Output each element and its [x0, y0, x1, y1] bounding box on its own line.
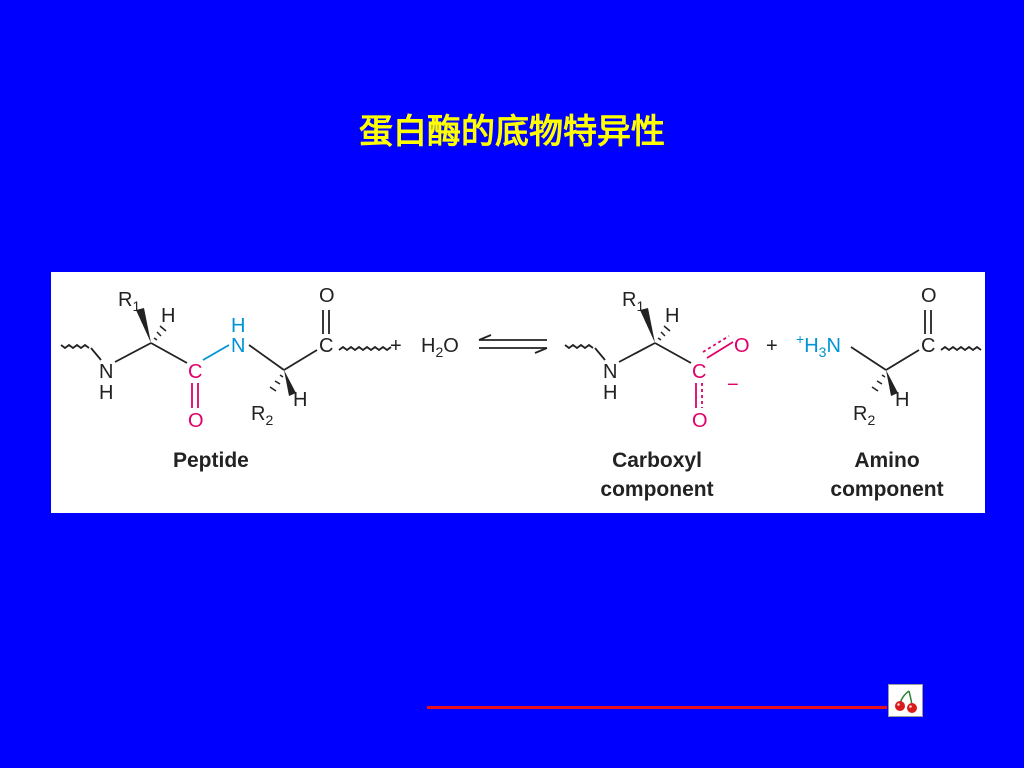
amino-wedge-h	[886, 370, 898, 396]
peptide-bond	[202, 344, 230, 361]
carboxyl-nh-n-label: N	[603, 361, 617, 383]
wedge-r1	[136, 308, 151, 343]
carboxyl-wavy-bond	[564, 343, 594, 350]
carboxyl-h-alpha-label: H	[665, 305, 679, 327]
carboxyl-structure: R1 H N H C O O − Carboxyl component	[564, 289, 750, 501]
carboxyl-r1-label: R1	[622, 289, 644, 314]
carboxyl-wedge-r1	[640, 308, 655, 343]
carboxylate-bond-upper-dash	[702, 335, 730, 353]
footer-red-line	[427, 706, 887, 709]
water-label: H2O	[421, 335, 459, 360]
amino-bond-n-ca	[850, 346, 887, 371]
bond-n-ca2	[248, 344, 285, 371]
r1-label: R1	[118, 289, 140, 314]
forward-arrow-head	[478, 334, 492, 341]
carboxyl-o-upper-label: O	[734, 335, 750, 357]
term-o-label: O	[319, 285, 335, 307]
bond-ca1-c	[150, 342, 188, 364]
carbonyl-o-label: O	[188, 410, 204, 432]
bond-n-ca1	[114, 342, 152, 363]
ammonium-label: +H3N	[796, 331, 841, 360]
hashed-bond-h1	[153, 325, 167, 341]
nav-button[interactable]	[888, 684, 923, 717]
slide-title: 蛋白酶的底物特异性	[359, 112, 665, 152]
peptide-caption: Peptide	[173, 449, 249, 472]
h-alpha1-label: H	[161, 305, 175, 327]
amino-o-label: O	[921, 285, 937, 307]
reaction-arrow-group: + H2O	[390, 334, 548, 360]
r2-label: R2	[251, 403, 273, 428]
amino-wavy-bond	[940, 345, 982, 352]
carboxylate-bond-upper	[706, 341, 734, 359]
amino-caption-line2: component	[830, 478, 943, 501]
wavy-bond-right	[338, 345, 392, 352]
peptide-hydrolysis-figure: R1 H N H H N C O R2 H C O Peptide + H2O	[51, 272, 985, 513]
carbonyl-c-label: C	[188, 361, 202, 383]
carboxyl-bond-chain	[594, 347, 606, 361]
amide-h-label: H	[231, 315, 245, 337]
wedge-h2	[284, 370, 296, 396]
reaction-diagram: R1 H N H H N C O R2 H C O Peptide + H2O	[60, 285, 982, 501]
carboxyl-hashed-h	[657, 325, 671, 341]
carboxyl-caption-line2: component	[600, 478, 713, 501]
hashed-bond-r2	[269, 374, 284, 392]
carboxyl-bond-n-ca	[618, 342, 656, 363]
carboxyl-caption-line1: Carboxyl	[612, 449, 702, 472]
plus-sign-1: +	[390, 335, 402, 357]
amino-caption-line1: Amino	[854, 449, 919, 472]
wavy-bond-left	[60, 343, 90, 350]
amino-r2-label: R2	[853, 403, 875, 428]
cherries-icon	[895, 690, 917, 713]
amino-structure: +H3N C O R2 H Amino component	[796, 285, 982, 501]
carboxylate-charge: −	[727, 374, 739, 396]
h-alpha2-label: H	[293, 389, 307, 411]
amino-h-alpha-label: H	[895, 389, 909, 411]
term-c-label: C	[319, 335, 333, 357]
bond-chain-n1	[90, 347, 102, 361]
amino-bond-ca-c	[885, 349, 920, 371]
amide-n-label: N	[231, 335, 245, 357]
reverse-arrow-head	[534, 347, 548, 354]
peptide-structure: R1 H N H H N C O R2 H C O Peptide	[60, 285, 392, 472]
plus-sign-2: +	[766, 335, 778, 357]
bond-ca2-c	[283, 349, 318, 371]
amino-c-label: C	[921, 335, 935, 357]
nh-n-label: N	[99, 361, 113, 383]
carboxyl-bond-ca-c	[654, 342, 692, 364]
nh-h-label: H	[99, 382, 113, 404]
amino-hashed-r2	[871, 374, 886, 392]
carboxyl-nh-h-label: H	[603, 382, 617, 404]
carboxyl-o-lower-label: O	[692, 410, 708, 432]
carboxyl-c-label: C	[692, 361, 706, 383]
